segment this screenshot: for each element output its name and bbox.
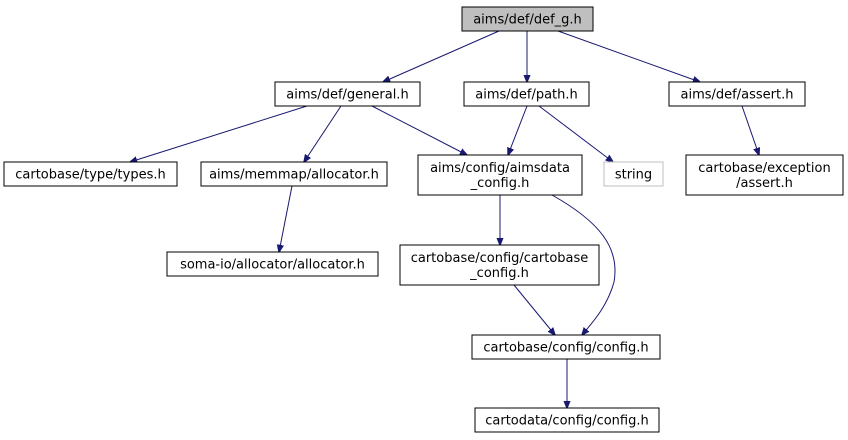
- node-config[interactable]: cartobase/config/config.h: [471, 334, 661, 360]
- node-box: [668, 81, 806, 107]
- node-cartobase-config[interactable]: cartobase/config/cartobase_config.h: [399, 244, 600, 286]
- edge-allocator-to-somaio_allocator: [279, 185, 293, 252]
- edge-general-to-allocator: [304, 105, 342, 162]
- edge-general-to-aimsdata_config: [371, 105, 467, 155]
- edge-arrow-aimsdata_config-to-config: [551, 194, 616, 335]
- edge-arrow-path-to-aimsdata_config: [508, 105, 528, 155]
- edge-arrow-assert-to-exception_assert: [741, 105, 759, 155]
- node-box: [463, 81, 590, 107]
- node-general[interactable]: aims/def/general.h: [274, 81, 421, 107]
- edge-arrow-general-to-allocator: [304, 105, 342, 162]
- node-label: string: [615, 168, 652, 183]
- node-label: _config.h: [469, 266, 529, 281]
- node-box: [685, 154, 844, 196]
- node-label: aims/memmap/allocator.h: [209, 168, 379, 183]
- node-label: /assert.h: [736, 176, 793, 191]
- edge-assert-to-exception_assert: [741, 105, 759, 155]
- node-types[interactable]: cartobase/type/types.h: [3, 161, 178, 187]
- node-aimsdata-config[interactable]: aims/config/aimsdata_config.h: [417, 154, 583, 196]
- node-exception-assert[interactable]: cartobase/exception/assert.h: [685, 154, 844, 196]
- edge-arrow-allocator-to-somaio_allocator: [279, 185, 293, 252]
- edge-general-to-types: [130, 105, 308, 162]
- node-box: [471, 334, 661, 360]
- node-box: [417, 154, 583, 196]
- node-path[interactable]: aims/def/path.h: [463, 81, 590, 107]
- edge-arrow-general-to-types: [130, 105, 308, 162]
- node-box: [474, 407, 660, 433]
- node-label: cartobase/config/config.h: [483, 341, 648, 356]
- node-box: [461, 6, 594, 32]
- node-box: [3, 161, 178, 187]
- edge-arrow-general-to-aimsdata_config: [371, 105, 467, 155]
- edge-arrow-def_g-to-assert: [557, 30, 700, 82]
- edge-arrow-cartobase_config-to-config: [513, 284, 555, 335]
- nodes-layer: aims/def/def_g.h aims/def/general.h aims/d…: [3, 6, 844, 433]
- node-label: aims/def/assert.h: [681, 88, 794, 103]
- node-box: [603, 161, 664, 187]
- edge-def_g-to-assert: [557, 30, 700, 82]
- node-somaio-allocator[interactable]: soma-io/allocator/allocator.h: [166, 251, 379, 277]
- edge-def_g-to-general: [383, 30, 500, 82]
- node-label: cartodata/config/config.h: [485, 414, 648, 429]
- node-label: cartobase/type/types.h: [15, 168, 165, 183]
- edge-path-to-string: [538, 105, 613, 162]
- node-box: [399, 244, 600, 286]
- edge-path-to-aimsdata_config: [508, 105, 528, 155]
- node-label: soma-io/allocator/allocator.h: [180, 258, 365, 273]
- edges-layer: [130, 30, 759, 408]
- node-box: [274, 81, 421, 107]
- node-label: aims/def/general.h: [286, 88, 408, 103]
- node-cartodata-config[interactable]: cartodata/config/config.h: [474, 407, 660, 433]
- node-assert[interactable]: aims/def/assert.h: [668, 81, 806, 107]
- node-label: aims/def/path.h: [475, 88, 578, 103]
- node-def-g: aims/def/def_g.h: [461, 6, 594, 32]
- node-box: [200, 161, 388, 187]
- node-label: cartobase/config/cartobase: [411, 251, 589, 266]
- edge-aimsdata_config-to-config: [551, 194, 616, 335]
- node-label: aims/def/def_g.h: [473, 13, 582, 28]
- node-box: [166, 251, 379, 277]
- node-label: aims/config/aimsdata: [430, 161, 570, 176]
- edge-arrow-path-to-string: [538, 105, 613, 162]
- node-allocator[interactable]: aims/memmap/allocator.h: [200, 161, 388, 187]
- node-string: string: [603, 161, 664, 187]
- node-label: cartobase/exception: [698, 161, 830, 176]
- edge-cartobase_config-to-config: [513, 284, 555, 335]
- edge-arrow-def_g-to-general: [383, 30, 500, 82]
- node-label: _config.h: [470, 176, 530, 191]
